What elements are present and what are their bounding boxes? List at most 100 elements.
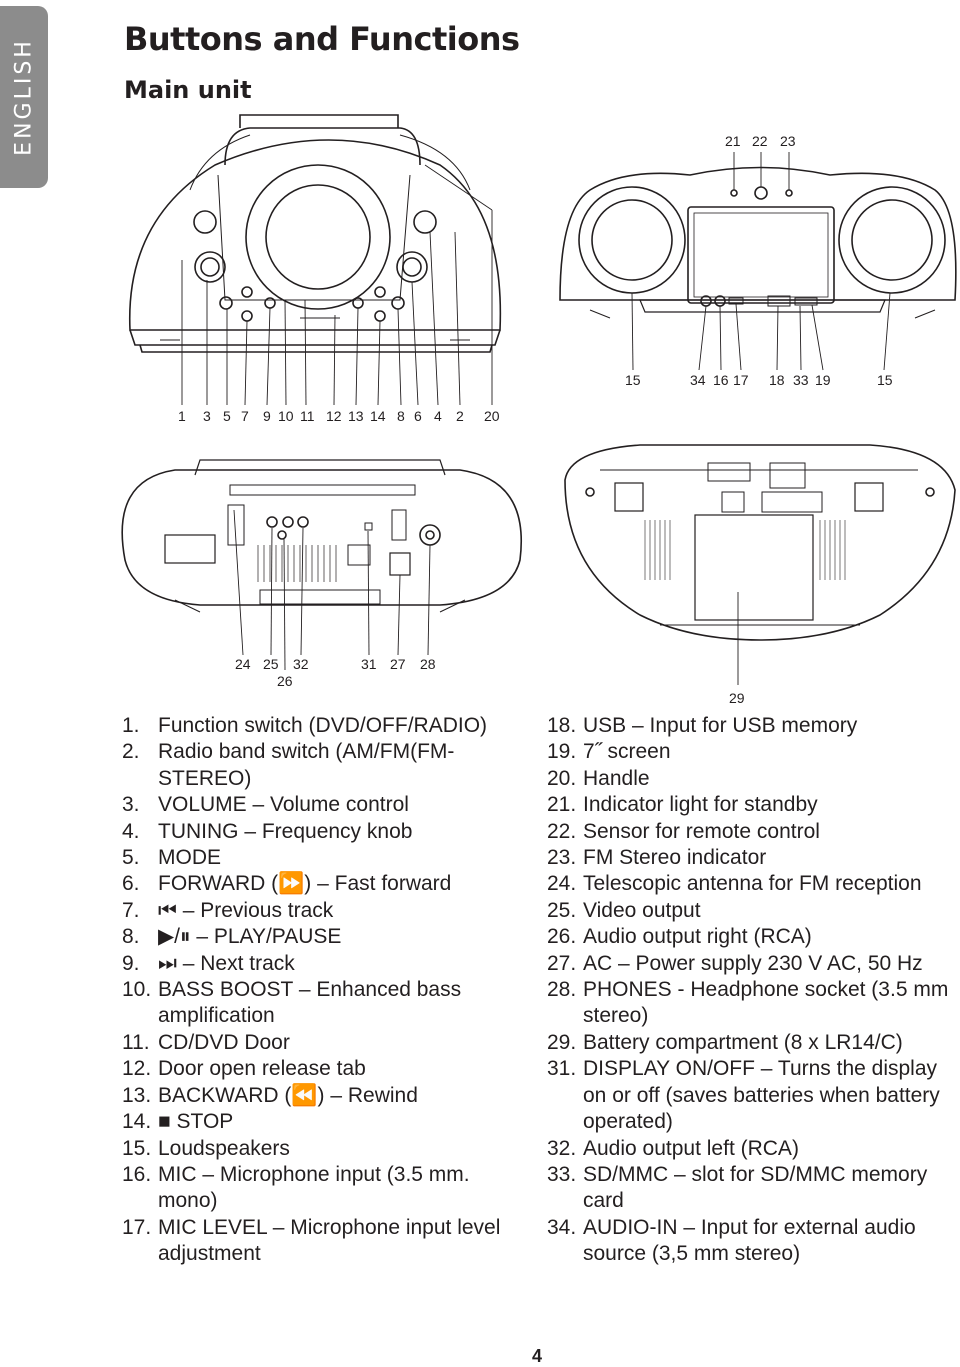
function-number: 31. [547, 1057, 577, 1081]
callout-label: 12 [326, 408, 342, 424]
function-number: 5. [122, 846, 140, 870]
function-number: 1. [122, 714, 140, 737]
function-description: TUNING – Frequency knob [158, 819, 413, 843]
callout-label: 27 [390, 656, 406, 672]
function-description: CD/DVD Door [158, 1030, 290, 1054]
section-subtitle: Main unit [124, 76, 252, 104]
function-description: FORWARD (⏩) – Fast forward [158, 872, 452, 896]
callout-label: 15 [877, 372, 893, 388]
function-item: 9.⏭ – Next track [122, 951, 534, 977]
function-item: 3.VOLUME – Volume control [122, 792, 534, 818]
function-number: 25. [547, 898, 577, 922]
function-description: BASS BOOST – Enhanced bass amplification [158, 978, 462, 1028]
callout-label: 22 [752, 133, 768, 149]
function-number: 18. [547, 714, 577, 737]
function-number: 9. [122, 951, 140, 975]
function-number: 22. [547, 819, 577, 843]
callout-label: 19 [815, 372, 831, 388]
function-number: 14. [122, 1110, 152, 1134]
function-number: 12. [122, 1057, 152, 1081]
function-description: Battery compartment (8 x LR14/C) [583, 1030, 903, 1054]
function-number: 34. [547, 1215, 577, 1239]
function-description: DISPLAY ON/OFF – Turns the display on or… [583, 1057, 940, 1134]
function-number: 29. [547, 1030, 577, 1054]
function-description: PHONES - Headphone socket (3.5 mm stereo… [583, 978, 949, 1028]
function-number: 13. [122, 1083, 152, 1107]
function-number: 26. [547, 925, 577, 949]
function-number: 11. [122, 1030, 150, 1054]
callout-label: 33 [793, 372, 809, 388]
function-item: 7.⏮ – Previous track [122, 898, 534, 924]
function-item: 19.7˝ screen [547, 739, 957, 765]
function-item: 4.TUNING – Frequency knob [122, 819, 534, 845]
function-item: 26.Audio output right (RCA) [547, 924, 957, 950]
callout-label: 5 [223, 408, 231, 424]
functions-list-left: 1.Function switch (DVD/OFF/RADIO)2.Radio… [122, 713, 534, 1268]
language-tab: ENGLISH [0, 6, 48, 188]
front-view-illustration [128, 114, 502, 406]
function-number: 6. [122, 872, 140, 896]
callout-label: 1 [178, 408, 186, 424]
callout-label: 23 [780, 133, 796, 149]
function-description: ▶/⏸ – PLAY/PAUSE [158, 925, 342, 949]
function-item: 23.FM Stereo indicator [547, 845, 957, 871]
function-item: 18.USB – Input for USB memory [547, 713, 957, 739]
function-description: AUDIO-IN – Input for external audio sour… [583, 1215, 916, 1266]
function-description: ■ STOP [158, 1110, 234, 1134]
callout-label: 2 [456, 408, 464, 424]
function-description: Function switch (DVD/OFF/RADIO) [158, 714, 488, 737]
function-item: 14.■ STOP [122, 1109, 534, 1135]
callout-label: 28 [420, 656, 436, 672]
function-item: 25.Video output [547, 898, 957, 924]
function-number: 19. [547, 740, 577, 764]
function-number: 27. [547, 951, 577, 975]
callout-label: 10 [278, 408, 294, 424]
function-description: Audio output left (RCA) [583, 1136, 799, 1160]
function-item: 17.MIC LEVEL – Microphone input level ad… [122, 1215, 534, 1268]
callout-label: 18 [769, 372, 785, 388]
callout-label: 15 [625, 372, 641, 388]
callout-label: 8 [397, 408, 405, 424]
function-description: SD/MMC – slot for SD/MMC memory card [583, 1162, 928, 1213]
callout-label: 31 [361, 656, 377, 672]
callout-label: 14 [370, 408, 386, 424]
function-item: 1. Function switch (DVD/OFF/RADIO) [122, 713, 534, 739]
function-description: MODE [158, 846, 221, 870]
function-description: Video output [583, 898, 701, 922]
function-item: 32.Audio output left (RCA) [547, 1136, 957, 1162]
function-item: 5. MODE [122, 845, 534, 871]
function-description: MIC – Microphone input (3.5 mm. mono) [158, 1162, 470, 1213]
function-item: 31.DISPLAY ON/OFF – Turns the display on… [547, 1056, 957, 1135]
function-number: 28. [547, 978, 577, 1002]
function-number: 17. [122, 1215, 152, 1239]
callout-label: 6 [414, 408, 422, 424]
function-description: FM Stereo indicator [583, 846, 767, 870]
function-item: 10.BASS BOOST – Enhanced bass amplificat… [122, 977, 534, 1030]
function-item: 11. CD/DVD Door [122, 1030, 534, 1056]
callout-label: 29 [729, 690, 745, 706]
function-number: 21. [547, 793, 577, 817]
callout-label: 3 [203, 408, 211, 424]
callout-label: 34 [690, 372, 706, 388]
function-description: Audio output right (RCA) [583, 925, 812, 949]
function-number: 23. [547, 846, 577, 870]
callout-label: 20 [484, 408, 500, 424]
function-number: 8. [122, 925, 140, 949]
function-item: 12.Door open release tab [122, 1056, 534, 1082]
function-description: 7˝ screen [583, 740, 671, 764]
function-description: Handle [583, 766, 650, 790]
callout-label: 13 [348, 408, 364, 424]
function-description: Door open release tab [158, 1057, 366, 1081]
function-description: Telescopic antenna for FM reception [583, 872, 922, 896]
function-number: 24. [547, 872, 577, 896]
function-description: Radio band switch (AM/FM(FM-STEREO) [158, 740, 455, 790]
callout-label: 9 [263, 408, 271, 424]
function-number: 3. [122, 793, 140, 817]
function-number: 10. [122, 978, 152, 1002]
device-diagrams [121, 114, 957, 685]
function-item: 22.Sensor for remote control [547, 819, 957, 845]
screen-view-illustration [559, 152, 957, 371]
back-view-illustration [121, 459, 522, 671]
callout-label: 4 [434, 408, 442, 424]
